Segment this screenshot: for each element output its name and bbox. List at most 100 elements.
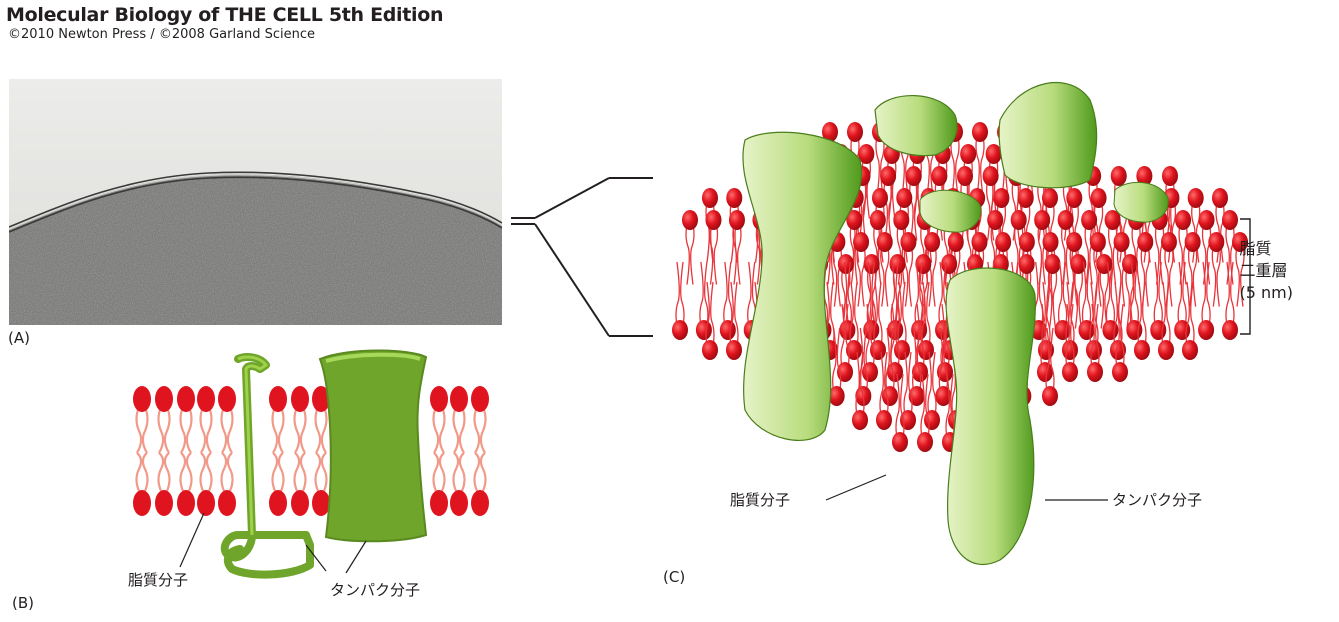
lipid-tail — [932, 351, 937, 421]
lipid-head — [896, 188, 913, 208]
lipid-tail — [1050, 327, 1055, 397]
lipid-tail — [1070, 281, 1075, 351]
lipid-head — [1110, 166, 1127, 186]
lipid-tail — [734, 281, 739, 351]
lipid-tail — [1161, 281, 1166, 351]
lipid-tail — [135, 406, 143, 454]
lipid-tail — [723, 261, 728, 331]
lipid-tail — [1230, 261, 1235, 331]
lipid-tail — [163, 406, 171, 454]
lipid-tail — [271, 406, 279, 454]
lipid-tail — [205, 452, 213, 492]
lipid-tail — [199, 452, 207, 492]
lipid-head — [985, 144, 1002, 164]
hairpin-protein-highlight — [237, 355, 269, 536]
lipid-tail — [157, 452, 165, 492]
lipid-tail — [703, 261, 709, 331]
lipid-tail — [1095, 303, 1100, 373]
lipid-tail — [277, 406, 285, 454]
c-lipid-leader-line — [825, 474, 887, 501]
lipid-head — [1208, 232, 1225, 252]
lipid-tail — [1040, 303, 1045, 373]
lipid-tail — [890, 261, 896, 331]
lipid-head — [822, 122, 838, 142]
lipid-head — [726, 340, 742, 360]
lipid-head — [1042, 232, 1059, 252]
lipid-tail — [747, 261, 752, 331]
lipid-tail — [1090, 303, 1095, 373]
zoom-connector — [511, 177, 653, 337]
lipid-head — [430, 386, 448, 412]
book-title: Molecular Biology of THE CELL 5th Editio… — [6, 4, 444, 26]
lipid-head — [1087, 362, 1103, 382]
lipid-head — [1090, 188, 1107, 208]
lipid-tail — [293, 406, 301, 454]
lipid-head — [1175, 210, 1192, 230]
lipid-tail — [884, 351, 889, 421]
lipid-tail — [473, 406, 481, 454]
lipid-head — [1162, 166, 1178, 186]
lipid-tail — [277, 452, 285, 492]
lipid-head — [917, 432, 933, 452]
lipid-tail — [836, 327, 842, 397]
panel-b-label: (B) — [12, 594, 34, 612]
lipid-tail — [452, 406, 460, 454]
lipid-head — [995, 232, 1012, 252]
lipid-tail — [473, 452, 481, 492]
lipid-head — [177, 386, 195, 412]
lipid-tail — [900, 373, 905, 443]
lipid-head — [924, 410, 940, 430]
lipid-tail — [938, 327, 944, 397]
lipid-head — [1113, 232, 1130, 252]
lipid-tail — [432, 406, 440, 454]
lipid-head — [1018, 254, 1035, 274]
lipid-head — [430, 490, 448, 516]
barrel-protein-rim — [325, 352, 421, 363]
lipid-head — [1122, 254, 1138, 274]
lipid-head — [924, 232, 941, 252]
lipid-tail — [163, 452, 171, 492]
lipid-head — [177, 490, 195, 516]
bilayer-thickness-label: 脂質 二重層 (5 nm) — [1240, 238, 1293, 304]
lipid-head — [1018, 232, 1035, 252]
lipid-head — [155, 490, 173, 516]
lipid-tail — [919, 261, 924, 331]
lipid-tail — [1086, 261, 1092, 331]
lipid-tail — [680, 261, 685, 331]
lipid-tail — [1158, 261, 1163, 331]
lipid-head — [695, 320, 712, 340]
lipid-tail — [1177, 261, 1183, 331]
lipid-head — [918, 340, 934, 360]
lipid-tail — [830, 281, 835, 351]
protein-top-center — [874, 94, 958, 157]
lipid-tail — [1166, 281, 1171, 351]
lipid-head — [863, 254, 880, 274]
lipid-head — [1081, 210, 1098, 230]
lipid-head — [702, 340, 718, 360]
panel-c-protein-label: タンパク分子 — [1112, 491, 1203, 509]
lipid-tail — [199, 406, 207, 454]
lipid-head — [852, 410, 868, 430]
lipid-tail — [185, 452, 193, 492]
lipid-tail — [141, 452, 149, 492]
lipid-tail — [854, 281, 859, 351]
lipid-head — [133, 490, 151, 516]
lipid-head — [1232, 232, 1248, 252]
lipid-tail — [705, 281, 710, 351]
lipid-head — [931, 166, 948, 186]
lipid-head — [876, 410, 892, 430]
lipid-tail — [1070, 303, 1075, 373]
lipid-tail — [832, 327, 837, 397]
lipid-head — [133, 386, 151, 412]
panel-b-diagram — [133, 349, 489, 579]
lipid-head — [858, 144, 875, 164]
lipid-head — [705, 210, 722, 230]
lipid-tail — [141, 406, 149, 454]
lipid-tail — [675, 261, 680, 331]
bilayer-label-line2: 二重層 — [1239, 261, 1288, 280]
lipid-tail — [479, 452, 487, 492]
lipid-head — [1104, 210, 1121, 230]
lipid-tail — [1062, 261, 1068, 331]
lipid-head — [900, 232, 917, 252]
lipid-tail — [938, 261, 943, 331]
